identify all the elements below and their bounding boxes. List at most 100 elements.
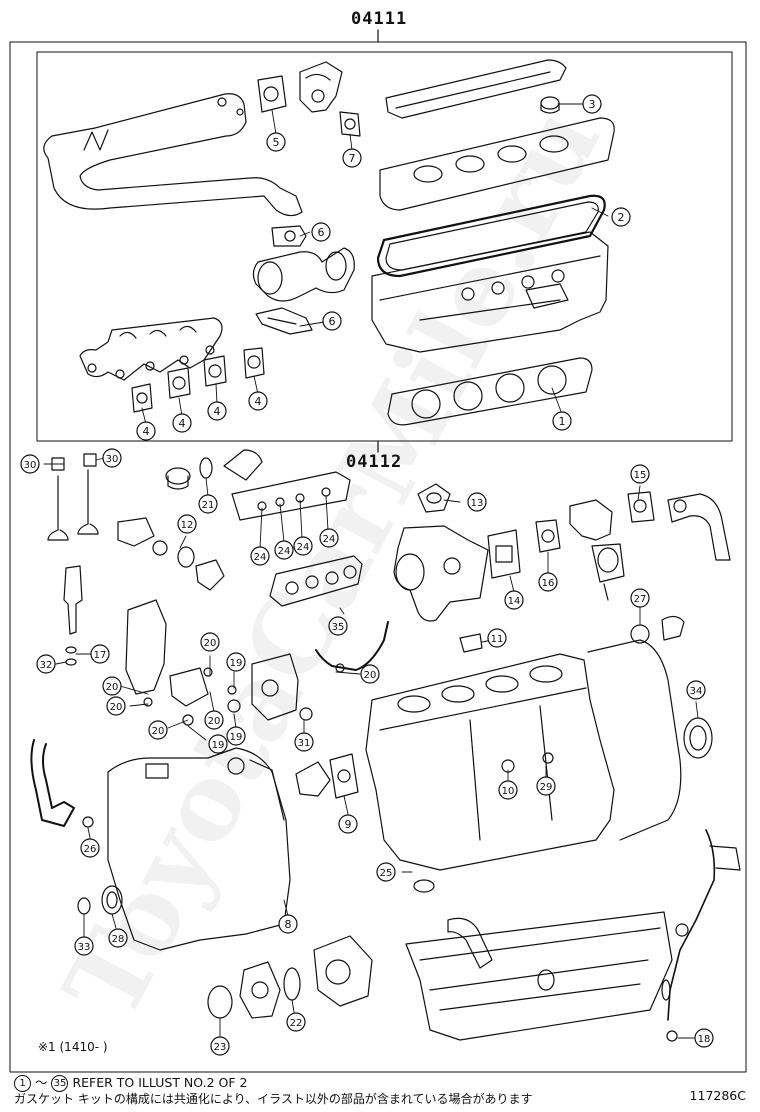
injection-pump-parts — [125, 599, 241, 726]
callout-number: 12 — [181, 520, 194, 531]
callout-circle — [338, 814, 358, 834]
callout-circle — [74, 936, 94, 956]
callout-11: 11 — [487, 628, 507, 648]
callout-number: 20 — [110, 702, 123, 713]
callout-30: 30 — [20, 454, 40, 474]
callout-number: 24 — [323, 534, 336, 545]
callout-circle — [630, 464, 650, 484]
callout-number: 1 — [559, 415, 566, 428]
callout-number: 20 — [152, 726, 165, 737]
callout-number: 11 — [491, 634, 504, 645]
cylinder-head — [371, 231, 609, 353]
callout-number: 8 — [285, 918, 292, 931]
callout-27: 27 — [630, 588, 650, 608]
callout-circle — [90, 644, 110, 664]
callout-circle — [210, 1036, 230, 1056]
callout-circle — [322, 311, 342, 331]
callout-4: 4 — [207, 401, 227, 421]
callout-number: 20 — [106, 682, 119, 693]
engine-block — [365, 639, 682, 871]
callout-circle — [360, 664, 380, 684]
water-pump-gasket-9 — [295, 753, 359, 799]
callout-22: 22 — [286, 1012, 306, 1032]
callout-number: 32 — [40, 660, 53, 671]
callout-4: 4 — [248, 391, 268, 411]
callout-number: 25 — [380, 868, 393, 879]
kit-frames — [9, 29, 747, 1073]
callout-6: 6 — [322, 311, 342, 331]
callout-number: 35 — [332, 622, 345, 633]
callout-number: 19 — [230, 658, 243, 669]
gasket-16 — [535, 519, 561, 553]
callout-circle — [582, 94, 602, 114]
callout-circle — [198, 494, 218, 514]
callout-number: 33 — [78, 942, 91, 953]
callout-circle — [342, 148, 362, 168]
callout-29: 29 — [536, 776, 556, 796]
callout-number: 20 — [204, 638, 217, 649]
callout-circle — [538, 572, 558, 592]
kit-label-lower: 04112 — [346, 452, 403, 472]
gasket-7 — [339, 111, 361, 137]
callout-circle — [294, 732, 314, 752]
oil-filler-cap — [540, 96, 560, 114]
callout-number: 30 — [106, 454, 119, 465]
callout-34: 34 — [686, 680, 706, 700]
callout-19: 19 — [226, 652, 246, 672]
callout-6: 6 — [311, 222, 331, 242]
callout-number: 20 — [364, 670, 377, 681]
callout-number: 15 — [634, 470, 647, 481]
callout-circle — [467, 492, 487, 512]
callout-5: 5 — [266, 132, 286, 152]
callout-7: 7 — [342, 148, 362, 168]
callout-9: 9 — [338, 814, 358, 834]
callout-circle — [177, 514, 197, 534]
callout-18: 18 — [694, 1028, 714, 1048]
callout-circle — [552, 411, 572, 431]
callout-circle — [172, 413, 192, 433]
callout-24: 24 — [293, 536, 313, 556]
o-ring-27 — [630, 615, 685, 644]
callout-19: 19 — [226, 726, 246, 746]
sensor-12 — [117, 517, 225, 591]
callout-20: 20 — [106, 696, 126, 716]
callout-circle — [266, 132, 286, 152]
callout-31: 31 — [294, 732, 314, 752]
manifold-gaskets-4 — [131, 347, 265, 413]
callout-30: 30 — [102, 448, 122, 468]
head-gasket — [387, 357, 593, 426]
gasket-6b — [255, 307, 313, 335]
callout-circle — [106, 696, 126, 716]
callout-circle — [319, 528, 339, 548]
callout-number: 22 — [290, 1018, 303, 1029]
callout-circle — [311, 222, 331, 242]
callout-20: 20 — [204, 710, 224, 730]
callout-number: 9 — [345, 818, 352, 831]
callout-circle — [108, 928, 128, 948]
callout-number: 4 — [143, 425, 150, 438]
callout-circle — [286, 1012, 306, 1032]
callout-35: 35 — [328, 616, 348, 636]
intake-manifold-gasket — [269, 555, 363, 607]
kit-label-upper: 04111 — [351, 9, 408, 29]
callout-number: 6 — [329, 315, 336, 328]
callout-number: 24 — [278, 546, 291, 557]
callout-24: 24 — [250, 546, 270, 566]
callout-number: 14 — [508, 596, 521, 607]
callout-16: 16 — [538, 572, 558, 592]
callout-circle — [694, 1028, 714, 1048]
callout-4: 4 — [172, 413, 192, 433]
callout-circle — [248, 391, 268, 411]
callout-33: 33 — [74, 936, 94, 956]
dipstick — [661, 829, 741, 1042]
callout-number: 18 — [698, 1034, 711, 1045]
callout-number: 5 — [273, 136, 280, 149]
gasket-15 — [627, 491, 655, 523]
water-inlet — [667, 493, 731, 561]
callout-20: 20 — [148, 720, 168, 740]
callout-number: 31 — [298, 738, 311, 749]
cylinder-head-cover — [379, 59, 615, 211]
callout-circle — [80, 838, 100, 858]
callout-circle — [226, 726, 246, 746]
